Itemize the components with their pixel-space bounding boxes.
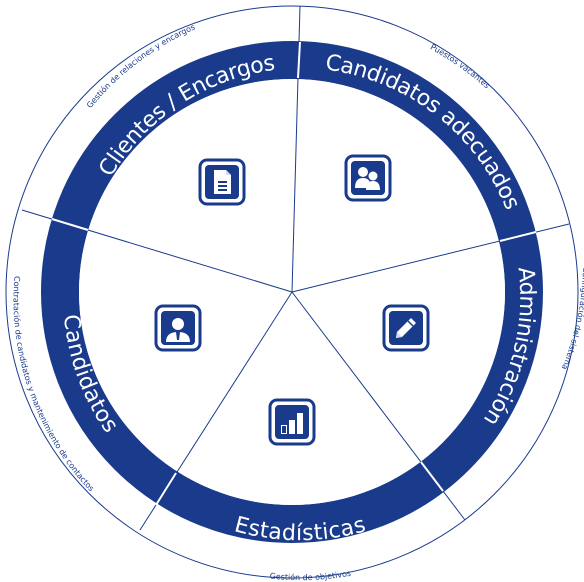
ring-band: [41, 41, 543, 543]
pencil-icon[interactable]: [382, 304, 430, 352]
group-icon[interactable]: [344, 154, 392, 202]
band-gaps: [51, 41, 537, 506]
band-gap-right: [499, 231, 537, 242]
band-gap-top: [297, 41, 301, 79]
bar-chart-icon[interactable]: [268, 398, 316, 446]
band-gap-bottom-right: [420, 461, 444, 492]
person-icon[interactable]: [154, 304, 202, 352]
band-gap-bottom-left: [155, 472, 177, 506]
band-gap-left: [51, 218, 89, 231]
document-icon[interactable]: [198, 158, 246, 206]
